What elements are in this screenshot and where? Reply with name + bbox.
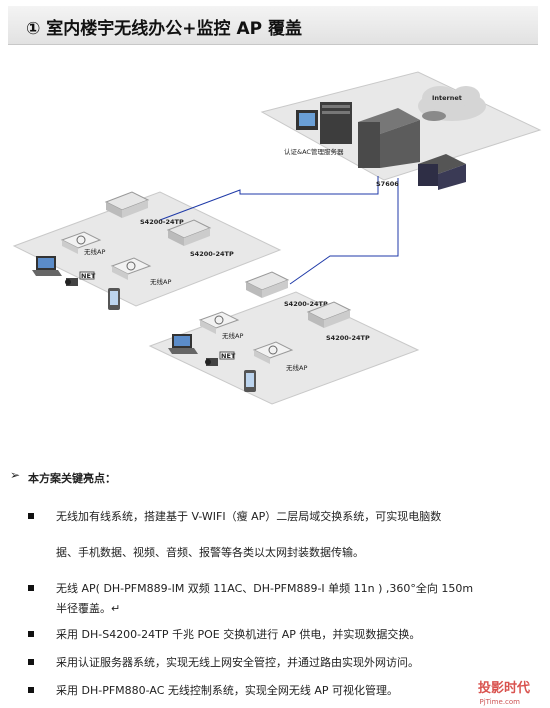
switch-b1-label: S4200-24TP (284, 300, 328, 308)
ap-a1-label: 无线AP (84, 247, 105, 256)
section-header: ① 室内楼宇无线办公+监控 AP 覆盖 (8, 6, 538, 45)
internet-cloud-icon: Internet (418, 86, 486, 121)
section-title: ① 室内楼宇无线办公+监控 AP 覆盖 (26, 19, 303, 39)
laptop-b-icon (168, 334, 198, 354)
bullet-square-icon (28, 631, 34, 637)
camera-a-icon: NET (65, 271, 96, 286)
laptop-a-icon (32, 256, 62, 276)
storage-icon (418, 154, 466, 190)
server-label: 认证&AC管理服务器 (284, 147, 344, 156)
ap-b1-label: 无线AP (222, 331, 243, 340)
ap-a1-icon: 无线AP (60, 231, 105, 256)
switch-b2-label: S4200-24TP (326, 334, 370, 342)
switch-a2-icon: S4200-24TP (166, 219, 234, 258)
floor-a-platform (12, 191, 282, 307)
internet-label: Internet (432, 94, 462, 102)
ap-a2-label: 无线AP (150, 277, 171, 286)
camera-b-icon: NET (205, 351, 236, 366)
switch-b1-icon: S4200-24TP (244, 271, 328, 308)
ap-b2-icon: 无线AP (252, 341, 307, 372)
net-b-label: NET (221, 352, 236, 360)
bullet-square-icon (28, 659, 34, 665)
bullet-square-icon (28, 513, 34, 519)
arrow-bullet-icon: ➢ (10, 468, 21, 482)
watermark-brand: 投影时代 (477, 681, 530, 696)
phone-a-icon (108, 288, 120, 310)
bullet-square-icon (28, 687, 34, 693)
ap-b1-icon: 无线AP (198, 311, 243, 340)
switch-a1-label: S4200-24TP (140, 218, 184, 226)
highlights-title: 本方案关键亮点： (28, 472, 116, 485)
ap-b2-label: 无线AP (286, 363, 307, 372)
bullet-square-icon (28, 585, 34, 591)
core-switch-label: S7606 (376, 180, 399, 188)
switch-a2-label: S4200-24TP (190, 250, 234, 258)
core-switch-icon: S7606 (358, 108, 420, 188)
net-a-label: NET (81, 272, 96, 280)
phone-b-icon (244, 370, 256, 392)
network-diagram: Internet 认证&AC管理服务器 S7606 S4200-24TP S42… (12, 71, 542, 405)
watermark-url: PjTime.com (479, 698, 520, 706)
ap-a2-icon: 无线AP (110, 257, 171, 286)
switch-b2-icon: S4200-24TP (306, 301, 370, 342)
server-icon: 认证&AC管理服务器 (284, 102, 352, 156)
switch-a1-icon: S4200-24TP (104, 191, 184, 226)
